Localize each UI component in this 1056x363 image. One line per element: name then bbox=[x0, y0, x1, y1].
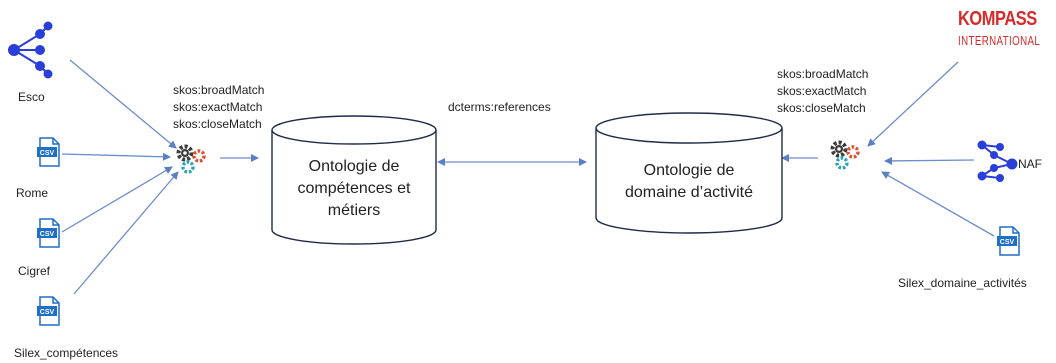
predicates-right: skos:broadMatch skos:exactMatch skos:clo… bbox=[777, 66, 868, 117]
csv-file-icon-cigref: CSV bbox=[37, 218, 60, 248]
source-label-silex-competences: Silex_compétences bbox=[14, 346, 119, 360]
csv-badge: CSV bbox=[40, 309, 55, 316]
csv-badge: CSV bbox=[40, 150, 55, 157]
csv-badge: CSV bbox=[40, 231, 55, 238]
csv-file-icon-rome: CSV bbox=[37, 137, 60, 167]
ontology-competences-cylinder bbox=[271, 115, 437, 245]
csv-badge: CSV bbox=[1000, 239, 1015, 246]
csv-file-icon-silex: CSV bbox=[37, 296, 60, 326]
naf-network-icon bbox=[977, 140, 1018, 182]
predicate-broadmatch: skos:broadMatch bbox=[173, 83, 265, 97]
arrow-kompass-to-mapper bbox=[867, 61, 959, 147]
predicate-closematch: skos:closeMatch bbox=[777, 101, 866, 115]
arrow-naf-to-mapper bbox=[884, 156, 975, 165]
predicate-exactmatch: skos:exactMatch bbox=[173, 100, 263, 114]
source-label-rome: Rome bbox=[16, 186, 49, 200]
source-label-silex-domaine: Silex_domaine_activités bbox=[898, 276, 1027, 290]
link-label-dcterms: dcterms:references bbox=[448, 100, 551, 114]
predicate-broadmatch: skos:broadMatch bbox=[777, 67, 869, 81]
predicates-left: skos:broadMatch skos:exactMatch skos:clo… bbox=[173, 82, 264, 133]
csv-file-icon-silex-domaine: CSV bbox=[997, 226, 1020, 256]
ontology-domaine-label: Ontologie de domaine d’activité bbox=[624, 162, 754, 201]
arrow-silex-to-mapper bbox=[73, 171, 179, 295]
source-label-esco: Esco bbox=[18, 90, 45, 104]
ontology-domaine-cylinder bbox=[595, 112, 783, 234]
ontology-competences-label: Ontologie de compétences et métiers bbox=[297, 158, 411, 219]
arrow-cigref-to-mapper bbox=[61, 166, 173, 233]
arrow-rome-to-mapper bbox=[61, 152, 171, 161]
source-label-naf: NAF bbox=[1018, 157, 1042, 171]
arrow-silex-domaine-to-mapper bbox=[881, 171, 995, 237]
kompass-logo: KOMPASS INTERNATIONAL bbox=[958, 8, 1041, 48]
mapper-gears-icon-right bbox=[830, 140, 860, 170]
source-label-cigref: Cigref bbox=[18, 264, 51, 278]
esco-network-icon bbox=[8, 21, 53, 79]
arrow-esco-to-mapper bbox=[69, 59, 177, 149]
predicate-closematch: skos:closeMatch bbox=[173, 117, 262, 131]
mapper-gears-icon-left bbox=[176, 144, 206, 174]
predicate-exactmatch: skos:exactMatch bbox=[777, 84, 867, 98]
